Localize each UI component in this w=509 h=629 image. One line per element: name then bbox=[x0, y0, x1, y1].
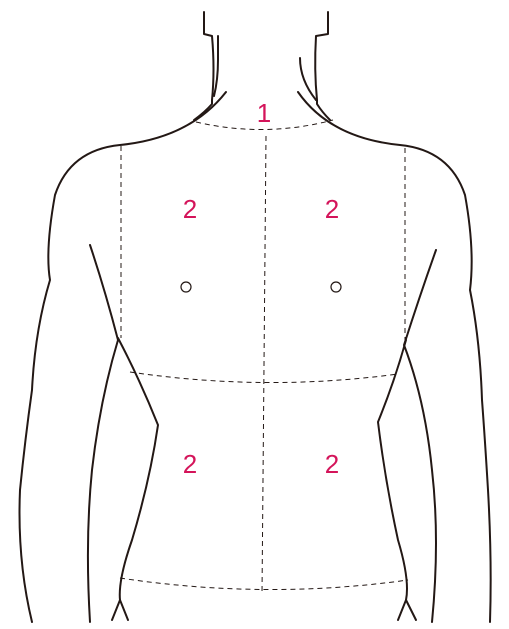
right-inner-arm-outline bbox=[404, 250, 436, 622]
left-shoulder-blade-point bbox=[181, 282, 191, 292]
zone-label-lower-left: 2 bbox=[183, 449, 197, 479]
zone-label-neck: 1 bbox=[257, 98, 271, 128]
right-shoulder-blade-point bbox=[331, 282, 341, 292]
zone-label-upper-right: 2 bbox=[325, 194, 339, 224]
center-spine-line bbox=[262, 136, 266, 594]
neck-left-inner bbox=[214, 36, 218, 96]
right-waist-detail bbox=[406, 600, 416, 620]
left-shoulder-arm-outline bbox=[20, 92, 227, 622]
left-torso-outline bbox=[112, 338, 158, 620]
right-torso-outline bbox=[378, 340, 407, 620]
left-waist-detail bbox=[120, 600, 128, 620]
right-shoulder-arm-outline bbox=[298, 92, 491, 622]
zone-label-upper-left: 2 bbox=[183, 194, 197, 224]
neck-left-outline bbox=[194, 12, 214, 120]
left-inner-arm-outline bbox=[88, 245, 118, 622]
neck-right-outline bbox=[315, 12, 330, 120]
waist-boundary bbox=[120, 578, 408, 590]
zone-label-lower-right: 2 bbox=[325, 449, 339, 479]
neck-right-inner bbox=[300, 58, 316, 100]
